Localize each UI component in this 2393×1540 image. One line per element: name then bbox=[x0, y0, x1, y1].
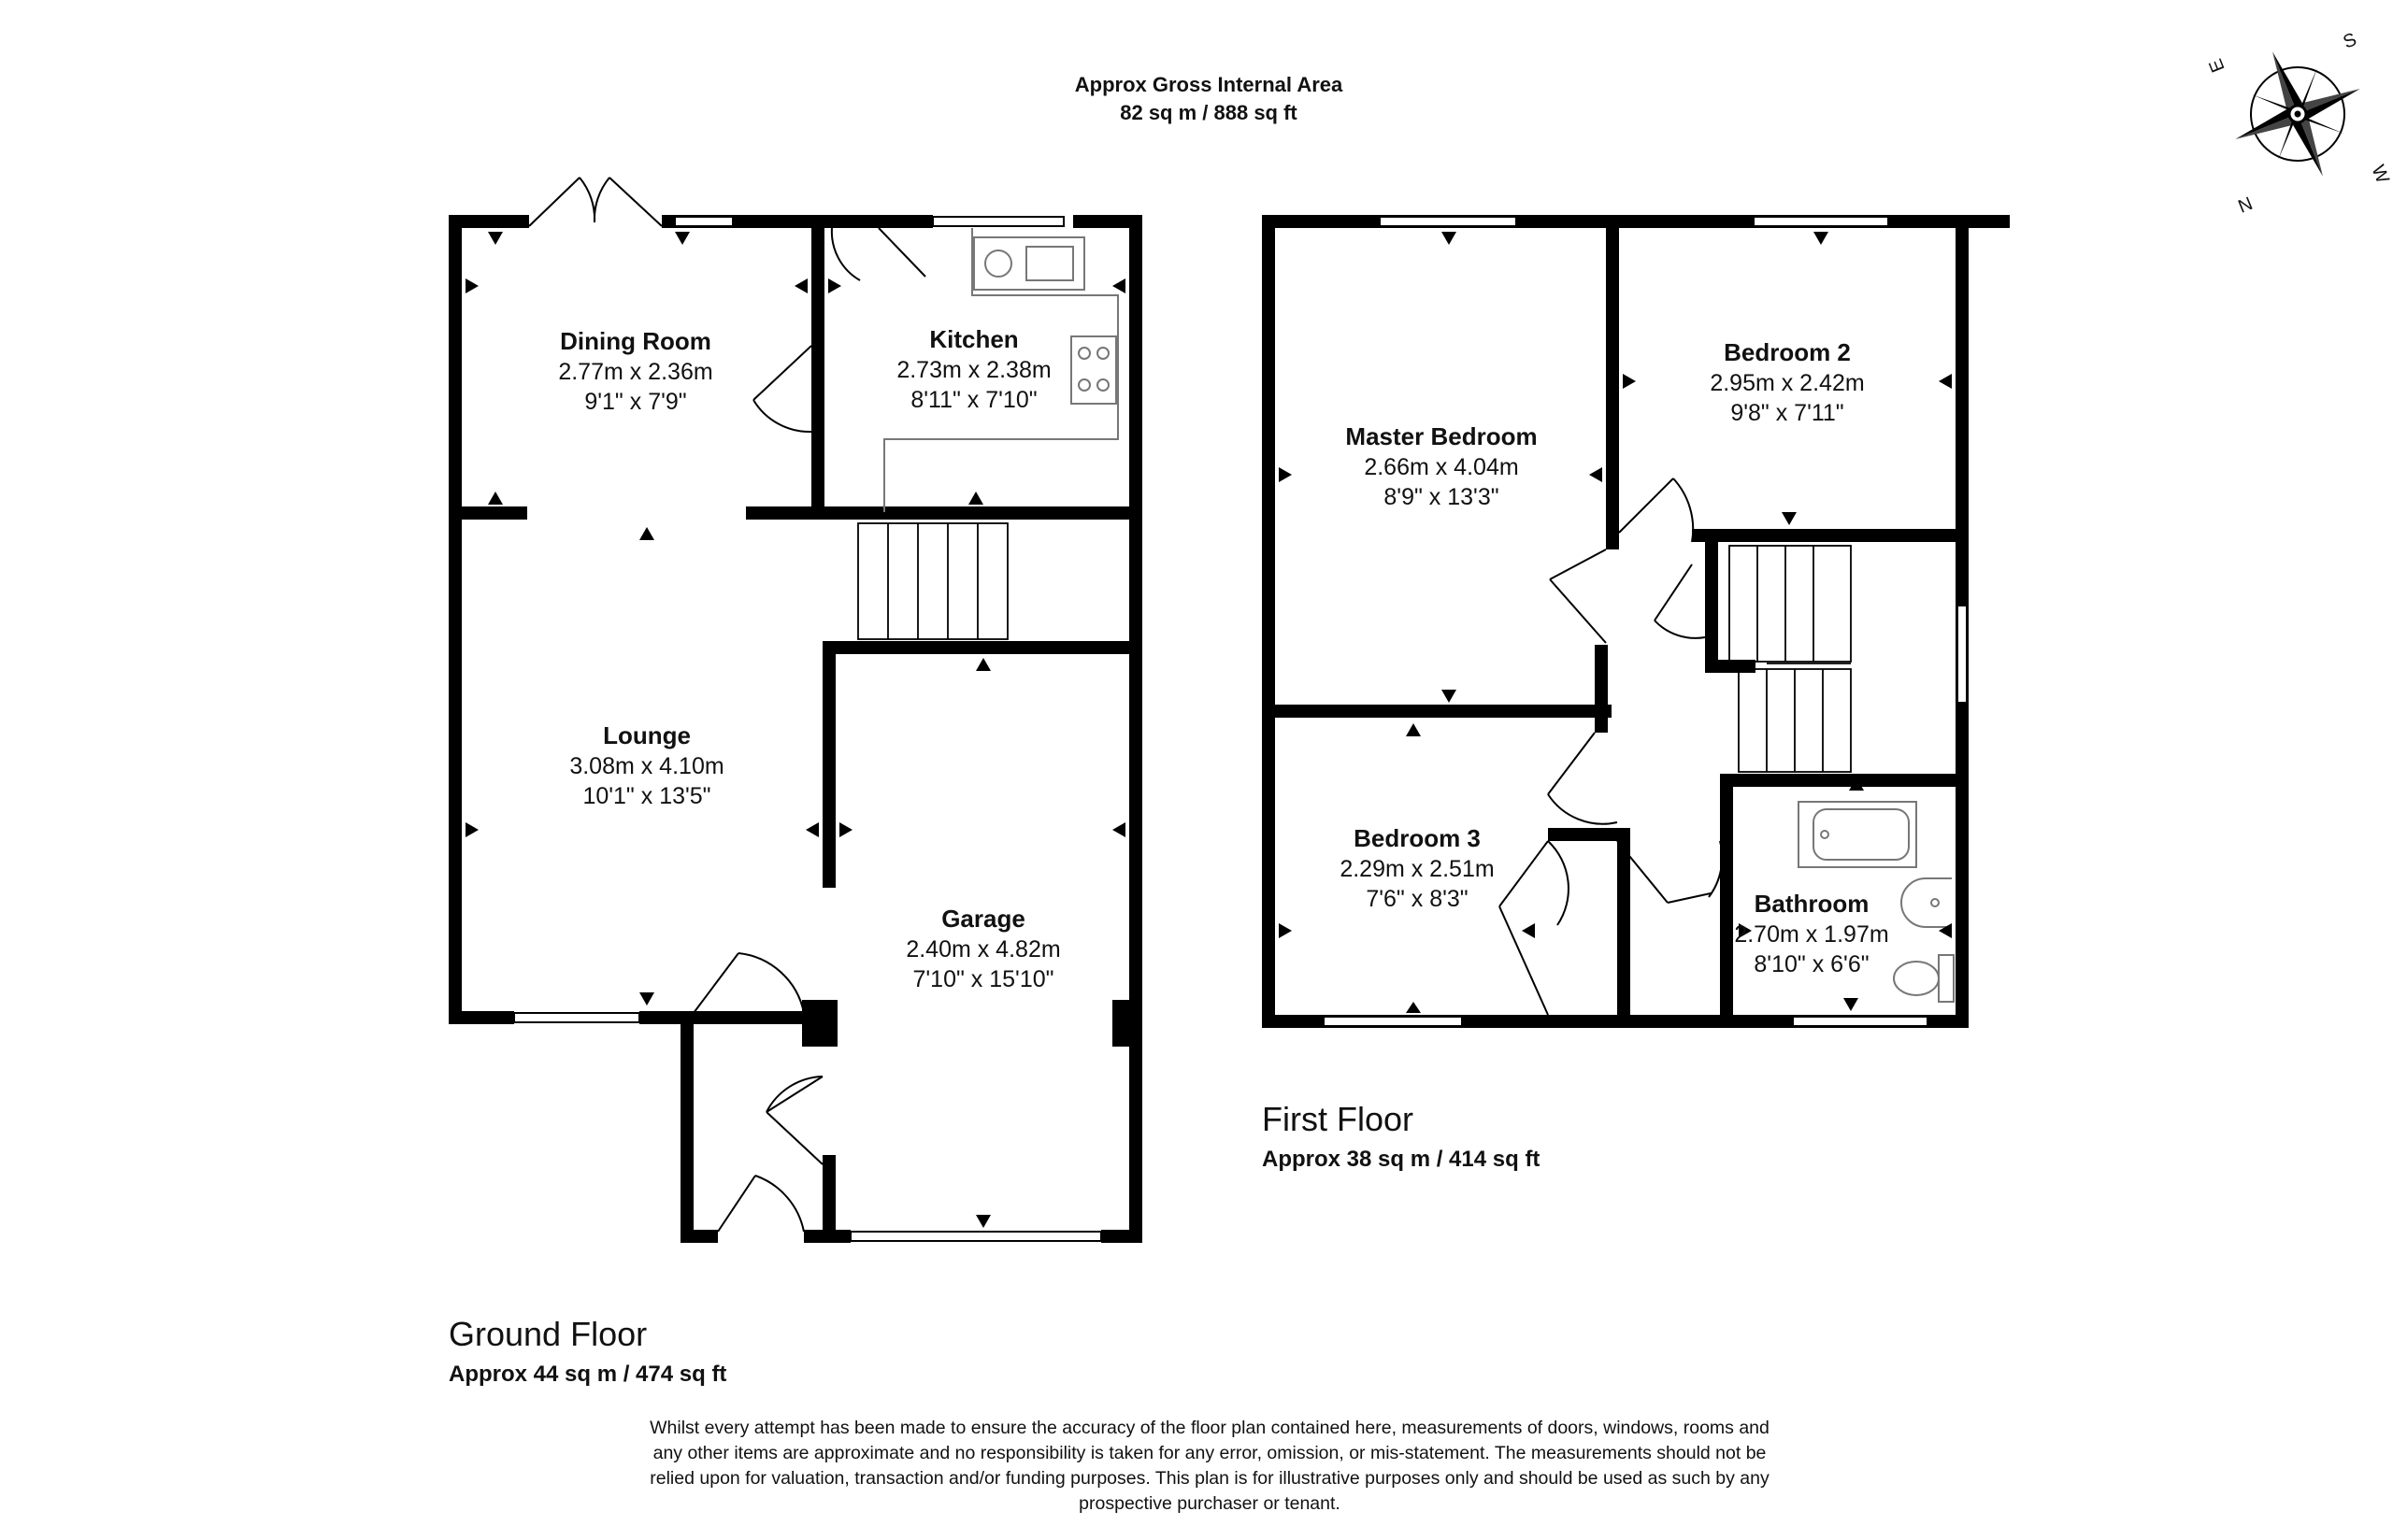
bedroom-3-metric: 2.29m x 2.51m bbox=[1340, 856, 1494, 882]
disclaimer: Whilst every attempt has been made to en… bbox=[650, 1418, 1770, 1514]
ground-floor-area: Approx 44 sq m / 474 sq ft bbox=[449, 1362, 726, 1387]
garage-imperial: 7'10" x 15'10" bbox=[912, 966, 1053, 992]
compass-label-e: E bbox=[2205, 56, 2228, 76]
lounge-metric: 3.08m x 4.10m bbox=[569, 753, 724, 779]
disclaimer-line: any other items are approximate and no r… bbox=[653, 1443, 1767, 1463]
dining-room-imperial: 9'1" x 7'9" bbox=[584, 389, 686, 415]
bathroom-imperial: 8'10" x 6'6" bbox=[1754, 951, 1869, 977]
bedroom-3-imperial: 7'6" x 8'3" bbox=[1366, 886, 1468, 912]
disclaimer-line: relied upon for valuation, transaction a… bbox=[650, 1468, 1770, 1489]
first-floor-label: First Floor bbox=[1262, 1100, 1413, 1138]
basin-icon bbox=[1900, 877, 1952, 928]
bedroom-3-name: Bedroom 3 bbox=[1354, 824, 1481, 852]
ground-floor-label: Ground Floor bbox=[449, 1315, 647, 1353]
disclaimer-line: Whilst every attempt has been made to en… bbox=[650, 1418, 1770, 1438]
master-bedroom-name: Master Bedroom bbox=[1345, 422, 1537, 450]
toilet-icon bbox=[1893, 954, 1955, 1003]
bedroom-2-imperial: 9'8" x 7'11" bbox=[1730, 400, 1843, 426]
kitchen-name: Kitchen bbox=[929, 325, 1018, 353]
hob-icon bbox=[1070, 335, 1117, 405]
kitchen-worktop bbox=[883, 228, 1119, 512]
first-floor-area: Approx 38 sq m / 414 sq ft bbox=[1262, 1147, 1540, 1172]
first-floor-plan: Master Bedroom 2.66m x 4.04m 8'9" x 13'3… bbox=[1262, 215, 2010, 1028]
first-stairs bbox=[1728, 545, 1852, 773]
lounge-name: Lounge bbox=[603, 721, 691, 749]
bath-icon bbox=[1798, 801, 1917, 868]
compass-label-s: S bbox=[2341, 29, 2360, 52]
compass-label-w: W bbox=[2367, 163, 2393, 187]
dining-room-name: Dining Room bbox=[560, 327, 711, 355]
dining-room-metric: 2.77m x 2.36m bbox=[558, 359, 712, 385]
kitchen-metric: 2.73m x 2.38m bbox=[896, 357, 1051, 383]
master-bedroom-metric: 2.66m x 4.04m bbox=[1364, 454, 1518, 480]
bathroom-name: Bathroom bbox=[1755, 890, 1870, 918]
ground-floor-plan: Dining Room 2.77m x 2.36m 9'1" x 7'9" Ki… bbox=[449, 177, 1142, 1243]
bedroom-2-name: Bedroom 2 bbox=[1724, 338, 1851, 366]
lounge-imperial: 10'1" x 13'5" bbox=[582, 783, 710, 809]
compass-label-n: N bbox=[2235, 192, 2256, 216]
sink-icon bbox=[973, 236, 1085, 291]
garage-name: Garage bbox=[941, 905, 1025, 933]
kitchen-imperial: 8'11" x 7'10" bbox=[910, 387, 1037, 413]
garage-metric: 2.40m x 4.82m bbox=[906, 936, 1060, 962]
disclaimer-line: prospective purchaser or tenant. bbox=[1079, 1493, 1340, 1514]
bedroom-2-metric: 2.95m x 2.42m bbox=[1710, 370, 1864, 396]
gross-area-value: 82 sq m / 888 sq ft bbox=[1120, 101, 1297, 124]
ground-stairs bbox=[857, 522, 1009, 640]
bathroom-metric: 2.70m x 1.97m bbox=[1734, 921, 1888, 948]
gross-area-title: Approx Gross Internal Area bbox=[1075, 73, 1343, 96]
master-bedroom-imperial: 8'9" x 13'3" bbox=[1383, 484, 1498, 510]
compass-rose-icon bbox=[2235, 51, 2360, 177]
